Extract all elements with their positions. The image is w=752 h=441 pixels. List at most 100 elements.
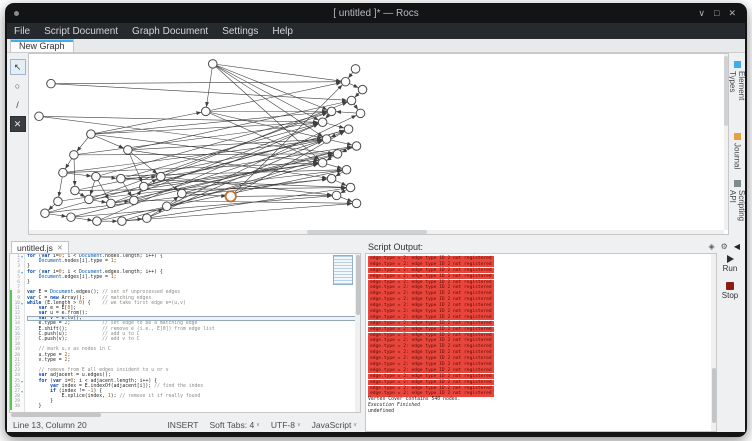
soft-tabs-select[interactable]: Soft Tabs: 4 ∨ [209,419,260,430]
gutter-line[interactable]: 21 [10,357,24,363]
gutter-line[interactable]: 4▾ [17,269,23,275]
gutter-line[interactable]: 26 [10,383,24,389]
code-line[interactable]: // mark u,v as nodes in C [38,347,111,353]
tab-element-types[interactable]: Element Types [728,61,745,123]
run-button[interactable]: Run [723,255,737,273]
code-line[interactable]: var C = new Array(); // matching edges [27,295,152,301]
code-line[interactable]: E.shift(); // remove e (i.e., E[0]) from… [27,326,215,332]
graph-node[interactable] [34,111,44,122]
code-line[interactable]: } [27,264,30,270]
scrollbar-thumb[interactable] [355,255,360,315]
menu-settings[interactable]: Settings [222,25,259,37]
graph-node[interactable] [162,201,172,212]
gutter-line[interactable]: 27▾ [10,388,24,395]
minimize-icon[interactable]: ∨ [698,7,706,18]
code-line[interactable]: C.push(u); // add u to C [27,331,140,337]
graph-node[interactable] [142,213,152,223]
graph-node[interactable] [343,124,354,134]
gutter-line[interactable]: 9 [10,295,24,301]
code-line[interactable]: for (var i=0; i < Document.edges.length;… [27,269,163,275]
graph-node[interactable] [200,106,211,117]
gutter-line[interactable]: 3 [17,264,20,270]
scrollbar-thumb[interactable] [307,230,427,234]
gutter-line[interactable]: 7 [17,285,20,291]
graph-node[interactable] [326,173,337,184]
graph-node[interactable] [346,95,357,106]
encoding-select[interactable]: UTF-8 ∨ [270,419,301,430]
code-line[interactable]: C.push(v); // add v to C [27,337,140,342]
scrollbar-thumb[interactable] [711,368,716,423]
graph-node[interactable] [91,171,101,182]
gutter-line[interactable]: 18 [10,342,24,348]
menu-file[interactable]: File [14,25,31,37]
gutter-line[interactable]: 13 [10,316,24,322]
canvas-horizontal-scrollbar[interactable] [29,230,724,234]
gutter-line[interactable]: 20 [10,352,24,358]
tool-select-move[interactable]: ↖ [9,59,26,75]
code-area[interactable]: for (var i=0; i < Document.nodes.length;… [25,254,360,412]
graph-node[interactable] [58,167,68,178]
code-line[interactable]: var u = e.from(); [38,311,88,317]
graph-node[interactable] [317,117,328,127]
gutter-line[interactable]: 5 [17,274,20,280]
graph-node[interactable] [53,196,63,207]
gutter-line[interactable]: 30 [10,404,24,410]
tool-add-node[interactable]: ○ [10,78,26,94]
maximize-icon[interactable]: □ [714,7,720,18]
graph-node[interactable] [176,188,187,199]
gutter-line[interactable]: 8 [10,290,24,296]
graph-node[interactable] [321,134,332,144]
debug-icon[interactable]: ◈ [708,242,715,251]
tab-untitled-js[interactable]: untitled.js ✕ [11,241,69,253]
graph-node[interactable] [92,216,102,226]
gutter-line[interactable]: 15 [10,326,24,332]
close-icon[interactable]: ✕ [728,7,736,18]
graph-node[interactable] [317,158,328,168]
graph-node[interactable] [129,195,139,206]
graph-canvas[interactable] [28,53,729,235]
scrollbar-thumb[interactable] [724,56,728,126]
code-line[interactable]: var v = e.to(); [27,316,360,322]
graph-node[interactable] [46,78,56,89]
graph-node[interactable] [351,141,362,151]
menu-script-document[interactable]: Script Document [44,25,119,37]
code-line[interactable]: E.splice(index, 1); // remove it if real… [27,394,201,400]
tab-new-graph[interactable]: New Graph [10,39,74,52]
gutter-line[interactable]: 10▾ [10,300,24,306]
graph-node[interactable] [117,216,127,226]
canvas-vertical-scrollbar[interactable] [724,54,728,230]
graph-node[interactable] [340,76,351,87]
code-line[interactable]: u.type = 2; [27,352,71,358]
graph-node[interactable] [332,149,343,159]
graph-node[interactable] [350,64,361,74]
menu-help[interactable]: Help [272,25,293,37]
graph-node[interactable] [106,198,116,209]
tool-delete[interactable]: ✕ [9,116,26,132]
graph-node[interactable] [66,212,76,222]
editor-vertical-scrollbar[interactable] [355,254,360,412]
scrollbar-thumb[interactable] [11,413,101,417]
tab-journal[interactable]: Journal [733,133,742,170]
graph-node[interactable] [156,171,166,182]
code-line[interactable]: var adjacent = u.edges(); [38,373,111,379]
language-select[interactable]: JavaScript ∨ [311,419,357,430]
code-line[interactable]: if (index != -1) { [50,388,103,394]
tab-scripting-api[interactable]: Scripting API [728,179,745,235]
code-line[interactable]: var E = Document.edges(); // set of unpr… [27,290,181,296]
tool-add-edge[interactable]: / [10,97,26,113]
code-line[interactable]: e.type = 2; // set edge to be a matching… [27,321,198,327]
graph-node[interactable] [341,164,352,175]
menu-graph-document[interactable]: Graph Document [132,25,209,37]
insert-mode-button[interactable]: INSERT [167,419,199,430]
stop-button[interactable]: Stop [722,282,738,300]
graph-node[interactable] [351,198,362,209]
graph-node[interactable] [123,145,133,155]
graph-node-selected[interactable] [224,190,237,203]
output-scrollbar[interactable] [711,254,716,431]
code-line[interactable]: } [27,399,53,405]
gutter-line[interactable]: 2 [17,259,20,265]
collapse-output-icon[interactable]: ◀ [733,242,740,251]
settings-icon[interactable]: ⚙ [720,242,728,251]
editor-horizontal-scrollbar[interactable] [9,413,361,417]
code-line[interactable]: Document.edges[i].type = 1; [38,274,117,280]
